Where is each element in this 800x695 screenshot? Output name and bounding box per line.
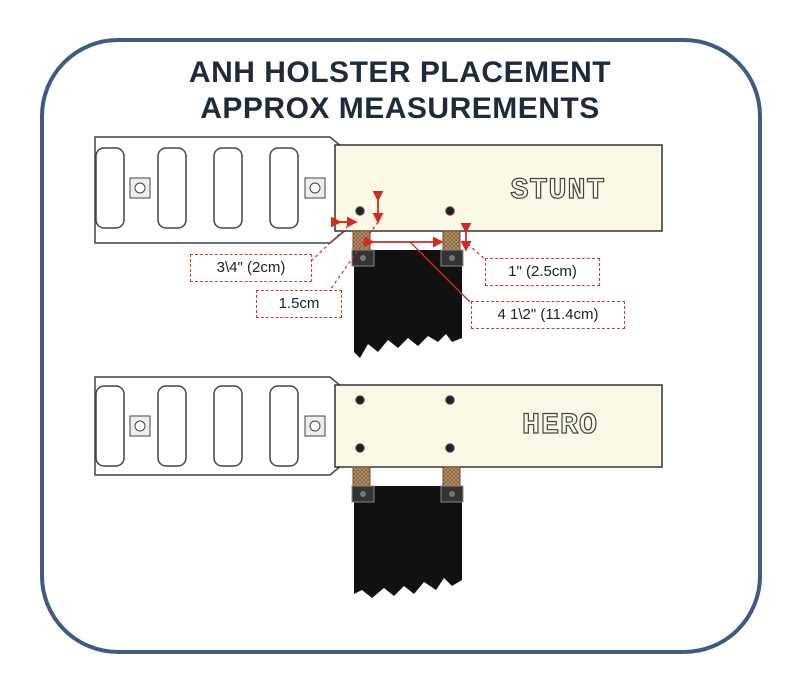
stunt-leader-lines [309,221,489,291]
stunt-belt-slot [157,147,187,229]
hero-screw [355,443,365,453]
stunt-holster [354,250,462,358]
stunt-screw [355,206,365,216]
hero-belt-slot [157,385,187,467]
hero-holster [354,486,462,598]
stunt-belt-slot [95,147,125,229]
hero-belt-slot [95,385,125,467]
spacing-leader [409,241,471,303]
title-line-2: APPROX MEASUREMENTS [200,92,600,125]
hole-offset-callout: 1.5cm [256,290,342,318]
hero-belt-slot [269,385,299,467]
stunt-belt-slot [269,147,299,229]
hero-label: HERO [522,409,598,443]
hero-plate [334,384,663,468]
stunt-screw [445,206,455,216]
stunt-belt-slot [213,147,243,229]
stunt-label: STUNT [510,174,605,208]
edge-offset-callout: 3\4" (2cm) [190,254,312,282]
hero-screw [445,443,455,453]
stunt-assembly [94,136,663,358]
stunt-plate [334,144,663,232]
hero-screw [355,395,365,405]
stunt-dimensions [331,191,472,252]
hero-assembly [94,376,663,598]
hero-belt-slot [213,385,243,467]
hero-screw [445,395,455,405]
strap-spacing-callout: 4 1\2" (11.4cm) [471,301,625,329]
strap-width-callout: 1" (2.5cm) [485,258,600,286]
title-line-1: ANH HOLSTER PLACEMENT [188,56,612,89]
